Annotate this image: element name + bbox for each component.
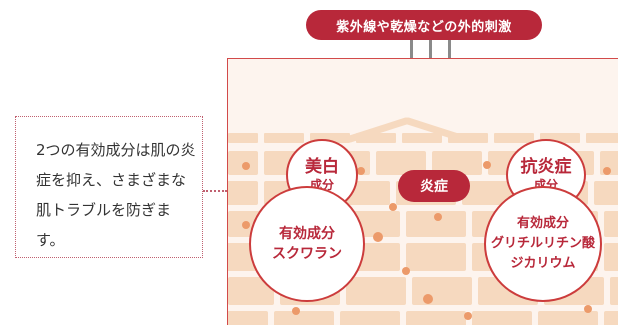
dotted-connector — [203, 190, 227, 192]
anti-inflammatory-ingredient-circle: 有効成分 グリチルリチン酸 ジカリウム — [484, 186, 602, 302]
anti-inflammatory-ingredient-line2: グリチルリチン酸 — [490, 236, 595, 251]
anti-inflammatory-ingredient-line3: ジカリウム — [510, 256, 576, 271]
inflammation-badge: 炎症 — [398, 170, 470, 202]
whitening-ingredient-circle: 有効成分 スクワラン — [249, 186, 365, 302]
anti-inflammatory-title: 抗炎症 — [520, 157, 572, 177]
external-stimulus-label: 紫外線や乾燥などの外的刺激 — [306, 10, 542, 40]
whitening-ingredient-line2: スクワラン — [272, 246, 342, 262]
whitening-title: 美白 — [305, 157, 339, 177]
whitening-ingredient-line1: 有効成分 — [279, 226, 335, 242]
description-box: 2つの有効成分は肌の炎症を抑え、さまざまな肌トラブルを防ぎます。 — [15, 116, 203, 258]
description-text: 2つの有効成分は肌の炎症を抑え、さまざまな肌トラブルを防ぎます。 — [36, 141, 196, 249]
anti-inflammatory-ingredient-line1: 有効成分 — [516, 216, 569, 231]
